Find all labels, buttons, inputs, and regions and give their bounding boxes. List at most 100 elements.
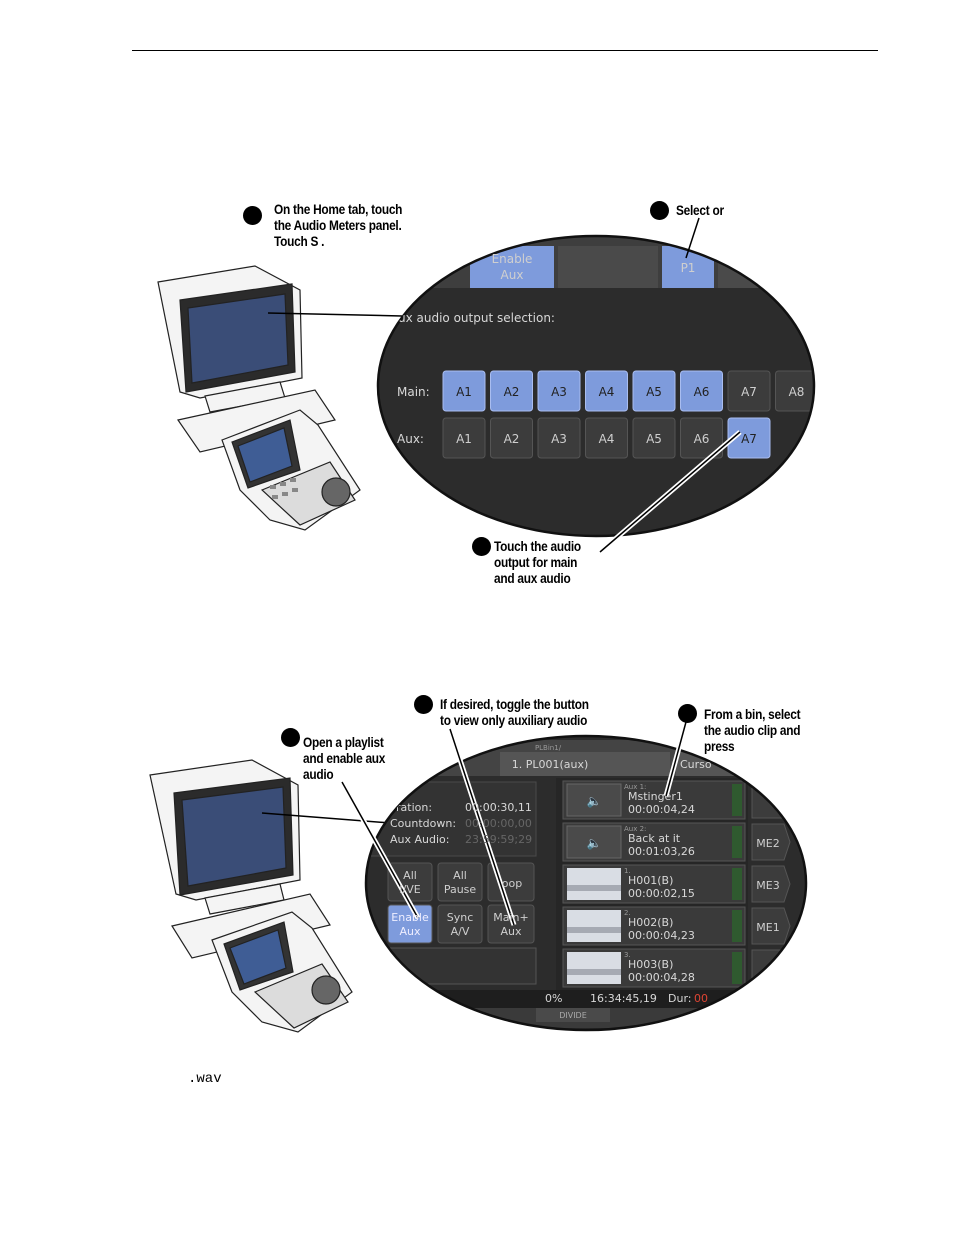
countdown-label: Countdown: <box>390 817 456 830</box>
enable-aux-tab-line2: Aux <box>501 268 524 282</box>
all-pause-l2: Pause <box>444 883 477 896</box>
aux-row-label: Aux: <box>397 432 424 446</box>
main-button-a2[interactable]: A2 <box>490 370 533 412</box>
svg-text:A1: A1 <box>456 432 472 446</box>
aux-button-a7[interactable]: A7 <box>727 417 771 459</box>
thumbnail-icon <box>567 885 621 891</box>
me3-button: ME3 <box>756 879 779 892</box>
step-2-marker <box>650 201 669 220</box>
aux-button-a3[interactable]: A3 <box>537 417 581 459</box>
status-time: 16:34:45,19 <box>590 992 657 1005</box>
bin-path: PLBin1/ <box>535 744 562 752</box>
clip-row[interactable]: 2.H002(B)00:00:04,23 <box>562 906 746 946</box>
svg-text:A2: A2 <box>504 432 520 446</box>
step-1-marker <box>243 206 262 225</box>
fig2-step2-callout: If desired, toggle the button to view on… <box>440 697 589 728</box>
header-rule <box>132 50 878 51</box>
me2-button: ME2 <box>756 837 779 850</box>
loop-label: oop <box>502 877 522 890</box>
fig1-step1-callout: On the Home tab, touch the Audio Meters … <box>274 202 403 249</box>
aux-audio-value: 23:59:59;29 <box>465 833 532 846</box>
svg-text:H002(B): H002(B) <box>628 916 673 929</box>
svg-text:2.: 2. <box>624 909 631 917</box>
status-dur-value: 00 <box>694 992 708 1005</box>
svg-text:Aux 2:: Aux 2: <box>624 825 646 833</box>
aux-button-a5[interactable]: A5 <box>632 417 676 459</box>
fig2-step3-callout: From a bin, select the audio clip and pr… <box>704 707 801 754</box>
fig1-step3-callout: Touch the audio output for main and aux … <box>494 539 581 586</box>
svg-text:H003(B): H003(B) <box>628 958 673 971</box>
svg-text:A6: A6 <box>694 432 710 446</box>
svg-text:A2: A2 <box>504 385 520 399</box>
speaker-icon: 🔈 <box>587 794 602 808</box>
svg-text:00:00:02,15: 00:00:02,15 <box>628 887 695 900</box>
all-ive-l2: I/VE <box>399 883 420 896</box>
sync-l1: Sync <box>447 911 474 924</box>
status-dur-label: Dur: <box>668 992 691 1005</box>
aux-button-a2[interactable]: A2 <box>490 417 533 459</box>
sync-l2: A/V <box>451 925 470 938</box>
clip-row[interactable]: 1.H001(B)00:00:02,15 <box>562 864 746 904</box>
svg-text:A3: A3 <box>551 385 567 399</box>
main-button-a8[interactable]: A8 <box>775 370 818 412</box>
all-ive-l1: All <box>403 869 417 882</box>
svg-text:A4: A4 <box>599 432 615 446</box>
svg-text:A5: A5 <box>646 432 662 446</box>
svg-text:Aux 1:: Aux 1: <box>624 783 646 791</box>
fig2-step1-callout: Open a playlist and enable aux audio <box>303 735 386 782</box>
wav-extension-text: .wav <box>188 1071 222 1087</box>
main-aux-l2: Aux <box>500 925 521 938</box>
cursor-tab: Curso <box>680 758 712 771</box>
svg-text:A3: A3 <box>551 432 567 446</box>
svg-text:A8: A8 <box>789 385 805 399</box>
svg-text:A5: A5 <box>646 385 662 399</box>
aux-audio-label: Aux Audio: <box>390 833 449 846</box>
enable-aux-tab-line1: Enable <box>492 252 533 266</box>
main-button-a7[interactable]: A7 <box>727 370 771 412</box>
aux-button-a4[interactable]: A4 <box>585 417 628 459</box>
fig2-step-3-marker <box>678 704 697 723</box>
duration-label: ration: <box>396 801 432 814</box>
svg-text:A7: A7 <box>741 432 757 446</box>
svg-text:3.: 3. <box>624 951 631 959</box>
step-3-marker <box>472 537 491 556</box>
clip-row[interactable]: 3.H003(B)00:00:04,28 <box>562 948 746 988</box>
main-button-a4[interactable]: A4 <box>585 370 628 412</box>
thumbnail-icon <box>567 969 621 975</box>
svg-text:A7: A7 <box>741 385 757 399</box>
fig2-step-1-marker <box>281 728 300 747</box>
main-button-a1[interactable]: A1 <box>442 370 486 412</box>
enable-aux-l1: Enable <box>391 911 429 924</box>
svg-text:00:00:04,24: 00:00:04,24 <box>628 803 695 816</box>
svg-text:00:01:03,26: 00:01:03,26 <box>628 845 695 858</box>
all-pause-l1: All <box>453 869 467 882</box>
main-button-a6[interactable]: A6 <box>680 370 723 412</box>
main-button-a5[interactable]: A5 <box>632 370 676 412</box>
aux-button-a6[interactable]: A6 <box>680 417 723 459</box>
svg-text:A1: A1 <box>456 385 472 399</box>
svg-text:00:00:04,23: 00:00:04,23 <box>628 929 695 942</box>
svg-text:1.: 1. <box>624 867 631 875</box>
status-percent: 0% <box>545 992 562 1005</box>
fig1-step2-callout: Select or <box>676 203 724 218</box>
fig2-step-2-marker <box>414 695 433 714</box>
svg-text:A4: A4 <box>599 385 615 399</box>
speaker-icon: 🔈 <box>587 836 602 850</box>
main-row-label: Main: <box>397 385 430 399</box>
svg-text:H001(B): H001(B) <box>628 874 673 887</box>
duration-value: 00:00:30,11 <box>465 801 532 814</box>
divide-label: DIVIDE <box>559 1011 587 1020</box>
me1-button: ME1 <box>756 921 779 934</box>
svg-text:Back at it: Back at it <box>628 832 681 845</box>
main-button-a3[interactable]: A3 <box>537 370 581 412</box>
svg-text:A6: A6 <box>694 385 710 399</box>
aux-button-a1[interactable]: A1 <box>442 417 486 459</box>
aux-output-heading: ux audio output selection: <box>398 311 555 325</box>
